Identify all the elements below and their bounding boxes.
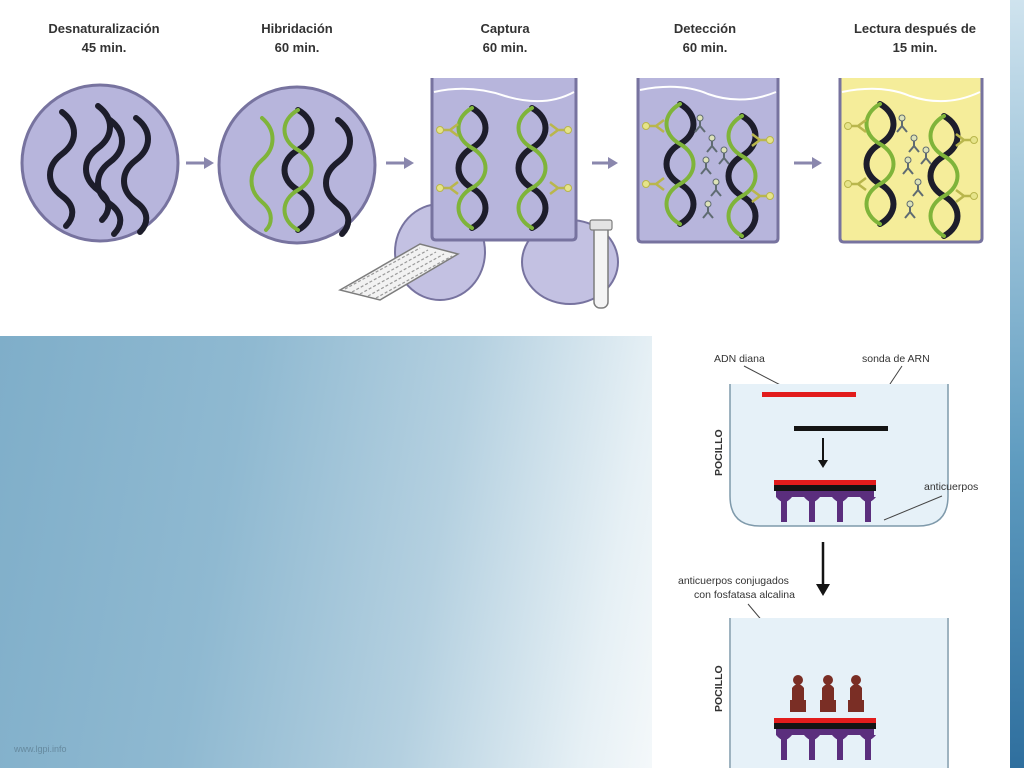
- stage-3-title: Captura: [480, 21, 530, 36]
- assay-diagram: ADN diana sonda de ARN POCILLO anticuerp…: [678, 353, 978, 768]
- arrow-icon: [794, 157, 822, 169]
- conjugated-label-1: anticuerpos conjugados: [678, 575, 789, 587]
- process-diagram: Desnaturalización 45 min. Hibridación 60…: [20, 21, 984, 309]
- right-edge-strip: [1010, 0, 1024, 768]
- arrow-icon: [592, 157, 618, 169]
- conjugated-label-2: con fosfatasa alcalina: [694, 589, 795, 601]
- stage-4-time: 60 min.: [683, 40, 728, 55]
- well-label-top: POCILLO: [713, 429, 725, 476]
- stage-1-time: 45 min.: [82, 40, 127, 55]
- tube-icon: [589, 219, 613, 309]
- reading-vessel: [838, 78, 984, 244]
- capture-vessel: [338, 78, 619, 309]
- microplate-icon: [338, 243, 460, 301]
- bottom-well: [729, 618, 949, 768]
- well-label-bottom: POCILLO: [713, 665, 725, 712]
- target-dna-label: ADN diana: [714, 353, 765, 365]
- leader-line: [883, 495, 943, 521]
- stage-1-title: Desnaturalización: [48, 21, 159, 36]
- process-panel: Desnaturalización 45 min. Hibridación 60…: [0, 0, 1024, 336]
- top-well: [729, 384, 949, 527]
- stage-5-time: 15 min.: [893, 40, 938, 55]
- arrow-icon: [386, 157, 414, 169]
- antibodies-label: anticuerpos: [924, 481, 978, 493]
- hybridization-vessel: [217, 85, 377, 245]
- stage-4-title: Detección: [674, 21, 736, 36]
- detection-vessel: [636, 78, 780, 244]
- gradient-panel: [0, 336, 652, 768]
- assay-panel: ADN diana sonda de ARN POCILLO anticuerp…: [652, 336, 1024, 768]
- arrow-down-icon: [816, 542, 830, 596]
- denaturation-vessel: [20, 83, 180, 243]
- stage-3-time: 60 min.: [483, 40, 528, 55]
- stage-2-title: Hibridación: [261, 21, 333, 36]
- rna-probe-label: sonda de ARN: [862, 353, 930, 365]
- stage-2-time: 60 min.: [275, 40, 320, 55]
- arrow-icon: [186, 157, 214, 169]
- watermark: www.lgpi.info: [14, 744, 67, 754]
- stage-5-title: Lectura después de: [854, 21, 976, 36]
